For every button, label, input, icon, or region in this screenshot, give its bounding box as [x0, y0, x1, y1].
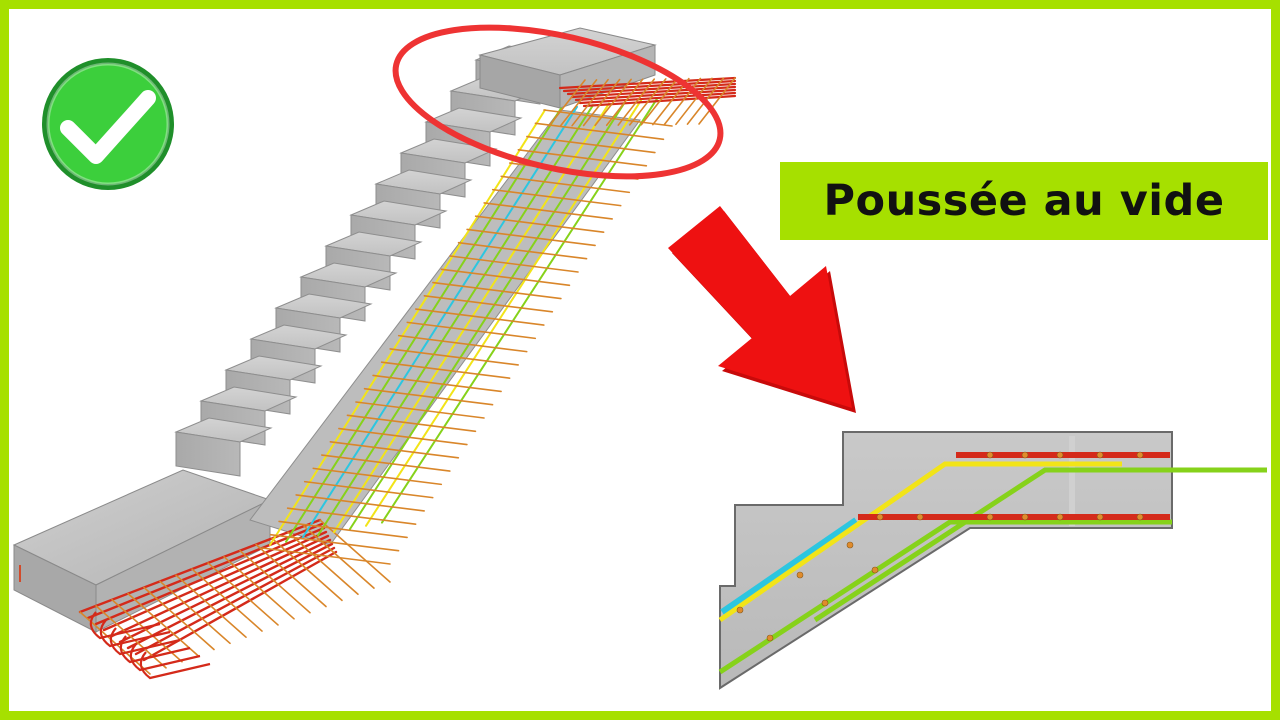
- arrow-down-right-icon: [668, 206, 856, 413]
- rebar-cage: [78, 76, 737, 680]
- title-label: Poussée au vide: [780, 162, 1268, 240]
- highlight-ellipse: [392, 24, 724, 180]
- detail-section: [718, 431, 1267, 690]
- check-circle-icon: [42, 58, 174, 190]
- title-text: Poussée au vide: [823, 176, 1225, 226]
